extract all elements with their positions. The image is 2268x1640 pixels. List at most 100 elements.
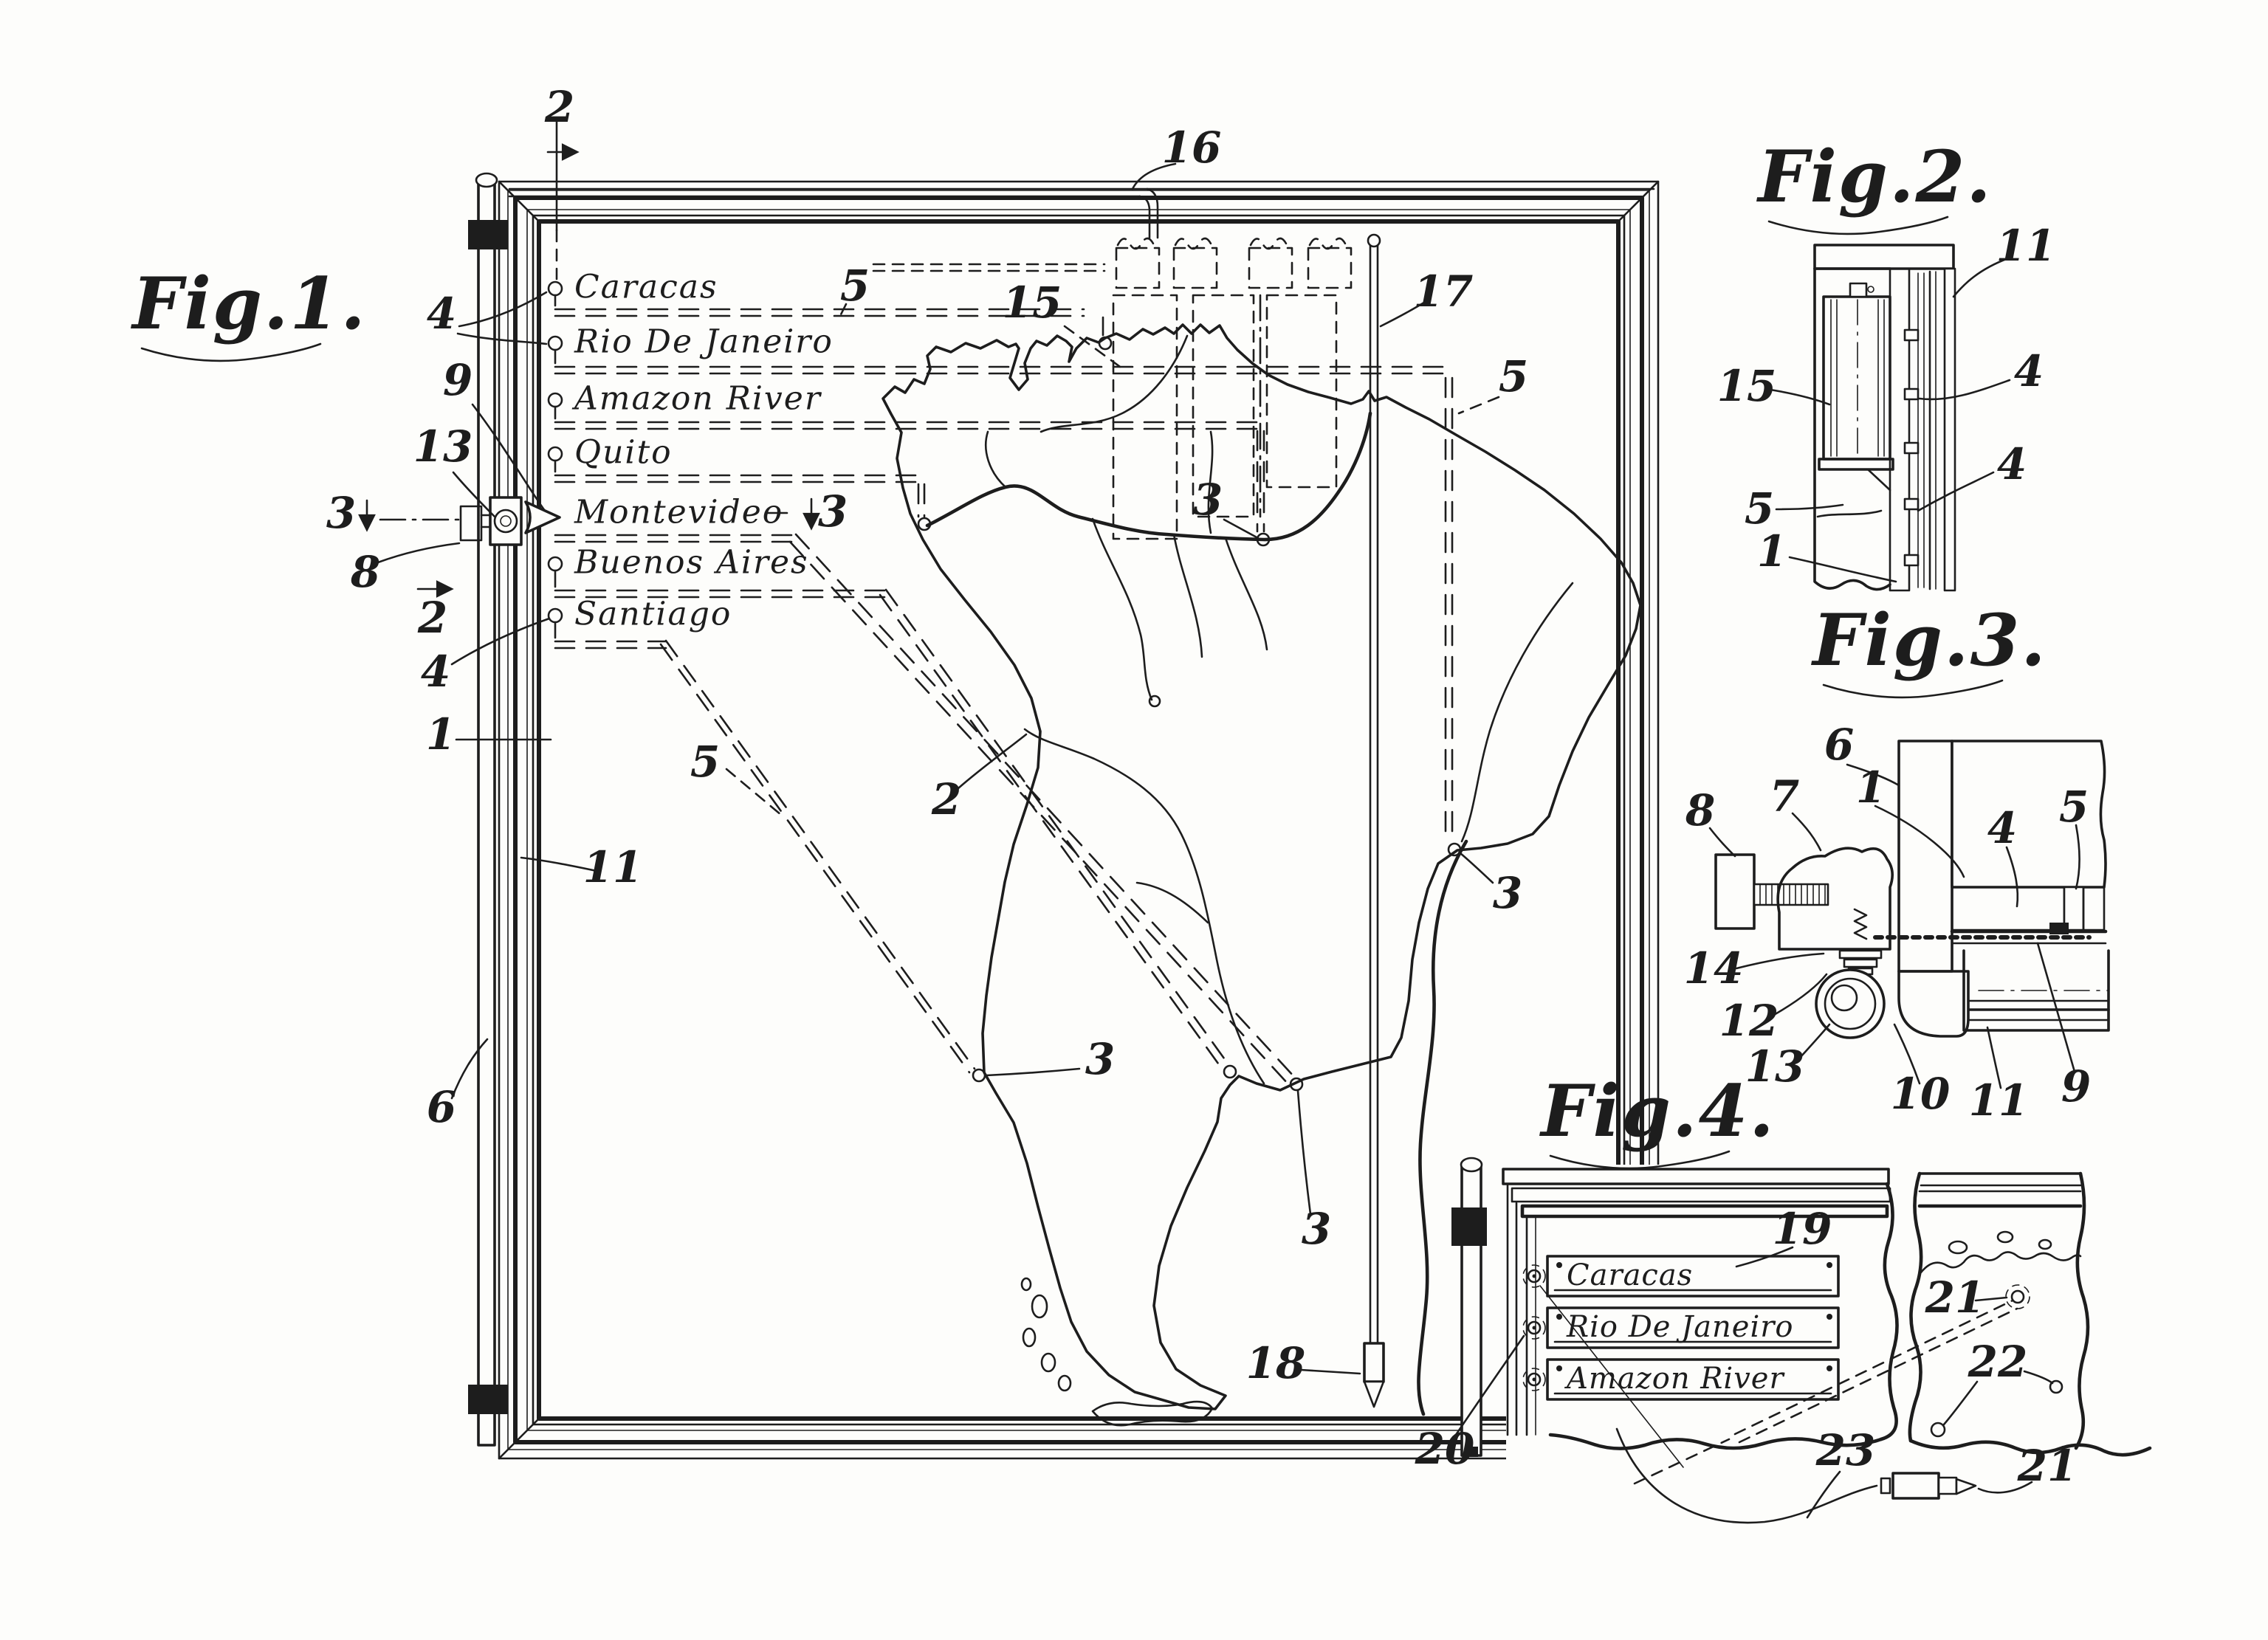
pole-bracket-bottom [468,1385,508,1414]
line-work [1942,1380,1979,1426]
fig2-ref-numeral-15: 15 [1717,361,1777,411]
line-work [1057,1374,1072,1392]
fig2-ref-numeral-11: 11 [1996,221,2056,271]
fig1-ref-numeral-2: 2 [931,774,961,824]
line-work [1788,556,1897,583]
line-work [1457,396,1500,415]
line-work [1827,1365,1832,1371]
pole-bracket-top [468,220,508,249]
plate-labels: Caracas Rio De Janeiro Amazon River [1564,1258,1793,1396]
line-work [1767,216,1949,235]
line-work [1903,387,1920,401]
line-work [1824,977,1877,1030]
name-plates [1522,1255,1840,1401]
pointer-rod [1363,233,1385,1408]
line-work [1903,441,1920,455]
line-work [1903,328,1920,342]
line-work [1511,1187,1891,1203]
line-work [1816,509,1883,518]
fig1-ref-numeral-3: 3 [1085,1034,1115,1084]
line-work [450,617,551,666]
line-work [1549,1150,1731,1170]
line-work [456,332,548,345]
plate-label-caracas: Caracas [1567,1258,1693,1292]
fig1-ref-numeral-9: 9 [443,355,472,405]
line-work [1459,852,1494,884]
fig3-title: Fig.3. [1810,599,2047,682]
fig1-title: Fig.1. [130,262,366,345]
city-label-santiago: Santiago [574,596,732,633]
line-work [1223,518,1260,540]
map-roller [1822,282,1891,461]
map-fragment [1908,1171,2152,1457]
fig4-detail [1451,1157,2152,1524]
line-work [1138,195,1151,239]
line-work [1776,847,1894,951]
fig1-ref-numeral-2: 2 [544,82,574,132]
fig2-ref-numeral-1: 1 [1757,526,1787,576]
fig3-ref-numeral-7: 7 [1770,771,1799,821]
amazon-tributary [1224,537,1268,651]
paraguay-river [1135,881,1209,924]
line-work [1766,973,1828,1020]
line-work [1527,1320,1542,1335]
map-frame [498,180,1660,1460]
line-work [1454,1334,1525,1436]
line-work [1996,1230,2014,1244]
line-work [452,471,496,518]
line-work [1248,247,1293,289]
fig1-ref-numeral-8: 8 [350,547,380,597]
hidden-lamp-compartments [872,237,1353,540]
fig3-ref-numeral-9: 9 [2061,1061,2091,1112]
hidden-cord-dashes [1633,1299,2018,1485]
line-work [1633,1438,1731,1485]
fig2-ref-numeral-4: 4 [1997,439,2027,489]
line-work [917,517,932,531]
line-work [1843,958,1878,968]
map-target-point [2010,1289,2025,1304]
line-work [1299,1368,1361,1375]
line-work [1738,1307,2018,1444]
fig1-ref-numeral-15: 15 [1003,278,1062,328]
fig4-ref-numeral-21: 21 [1925,1272,1985,1323]
panel-body [1502,1168,1899,1450]
fig4-ref-numeral-19: 19 [1773,1204,1832,1254]
line-work [532,214,1626,1426]
line-work [1827,1314,1832,1320]
line-work [520,856,598,872]
line-work [1307,247,1353,289]
line-work [1986,1026,2002,1089]
line-work [498,180,542,224]
plate-label-amazon: Amazon River [1564,1362,1785,1396]
fig3-ref-numeral-10: 10 [1891,1069,1951,1119]
line-work [1256,532,1271,547]
figure-titles: Fig.1. Fig.2. Fig.3. Fig.4. [130,135,2047,1170]
line-work [1556,1262,1562,1268]
line-work [1893,1023,1921,1085]
line-work [1897,970,1970,1038]
line-work [664,639,976,1070]
fig1-ref-numeral-5: 5 [690,737,720,787]
fig4-ref-numeral-20: 20 [1415,1424,1475,1474]
leader-lines [377,162,1500,1375]
line-work [1775,503,1844,511]
line-work [1818,458,1894,471]
line-work [1908,1171,1923,1443]
line-work [839,303,848,317]
line-work [879,593,1226,1073]
fig1-ref-numeral-16: 16 [1162,123,1222,173]
line-work [140,342,322,362]
city-index-labels: Caracas Rio De Janeiro Amazon River Quit… [571,269,832,633]
line-work [513,196,1644,1444]
line-work [1522,1316,1546,1340]
line-work [1753,883,1829,906]
parana-river [1023,728,1265,1085]
line-work [1289,1077,1304,1092]
line-work [1822,295,1891,461]
orinoco-river [1040,334,1189,433]
continent-coastline [882,323,1642,1410]
line-work [1708,827,1736,858]
montevideo-pointer [524,500,561,534]
line-work [1813,267,1891,591]
